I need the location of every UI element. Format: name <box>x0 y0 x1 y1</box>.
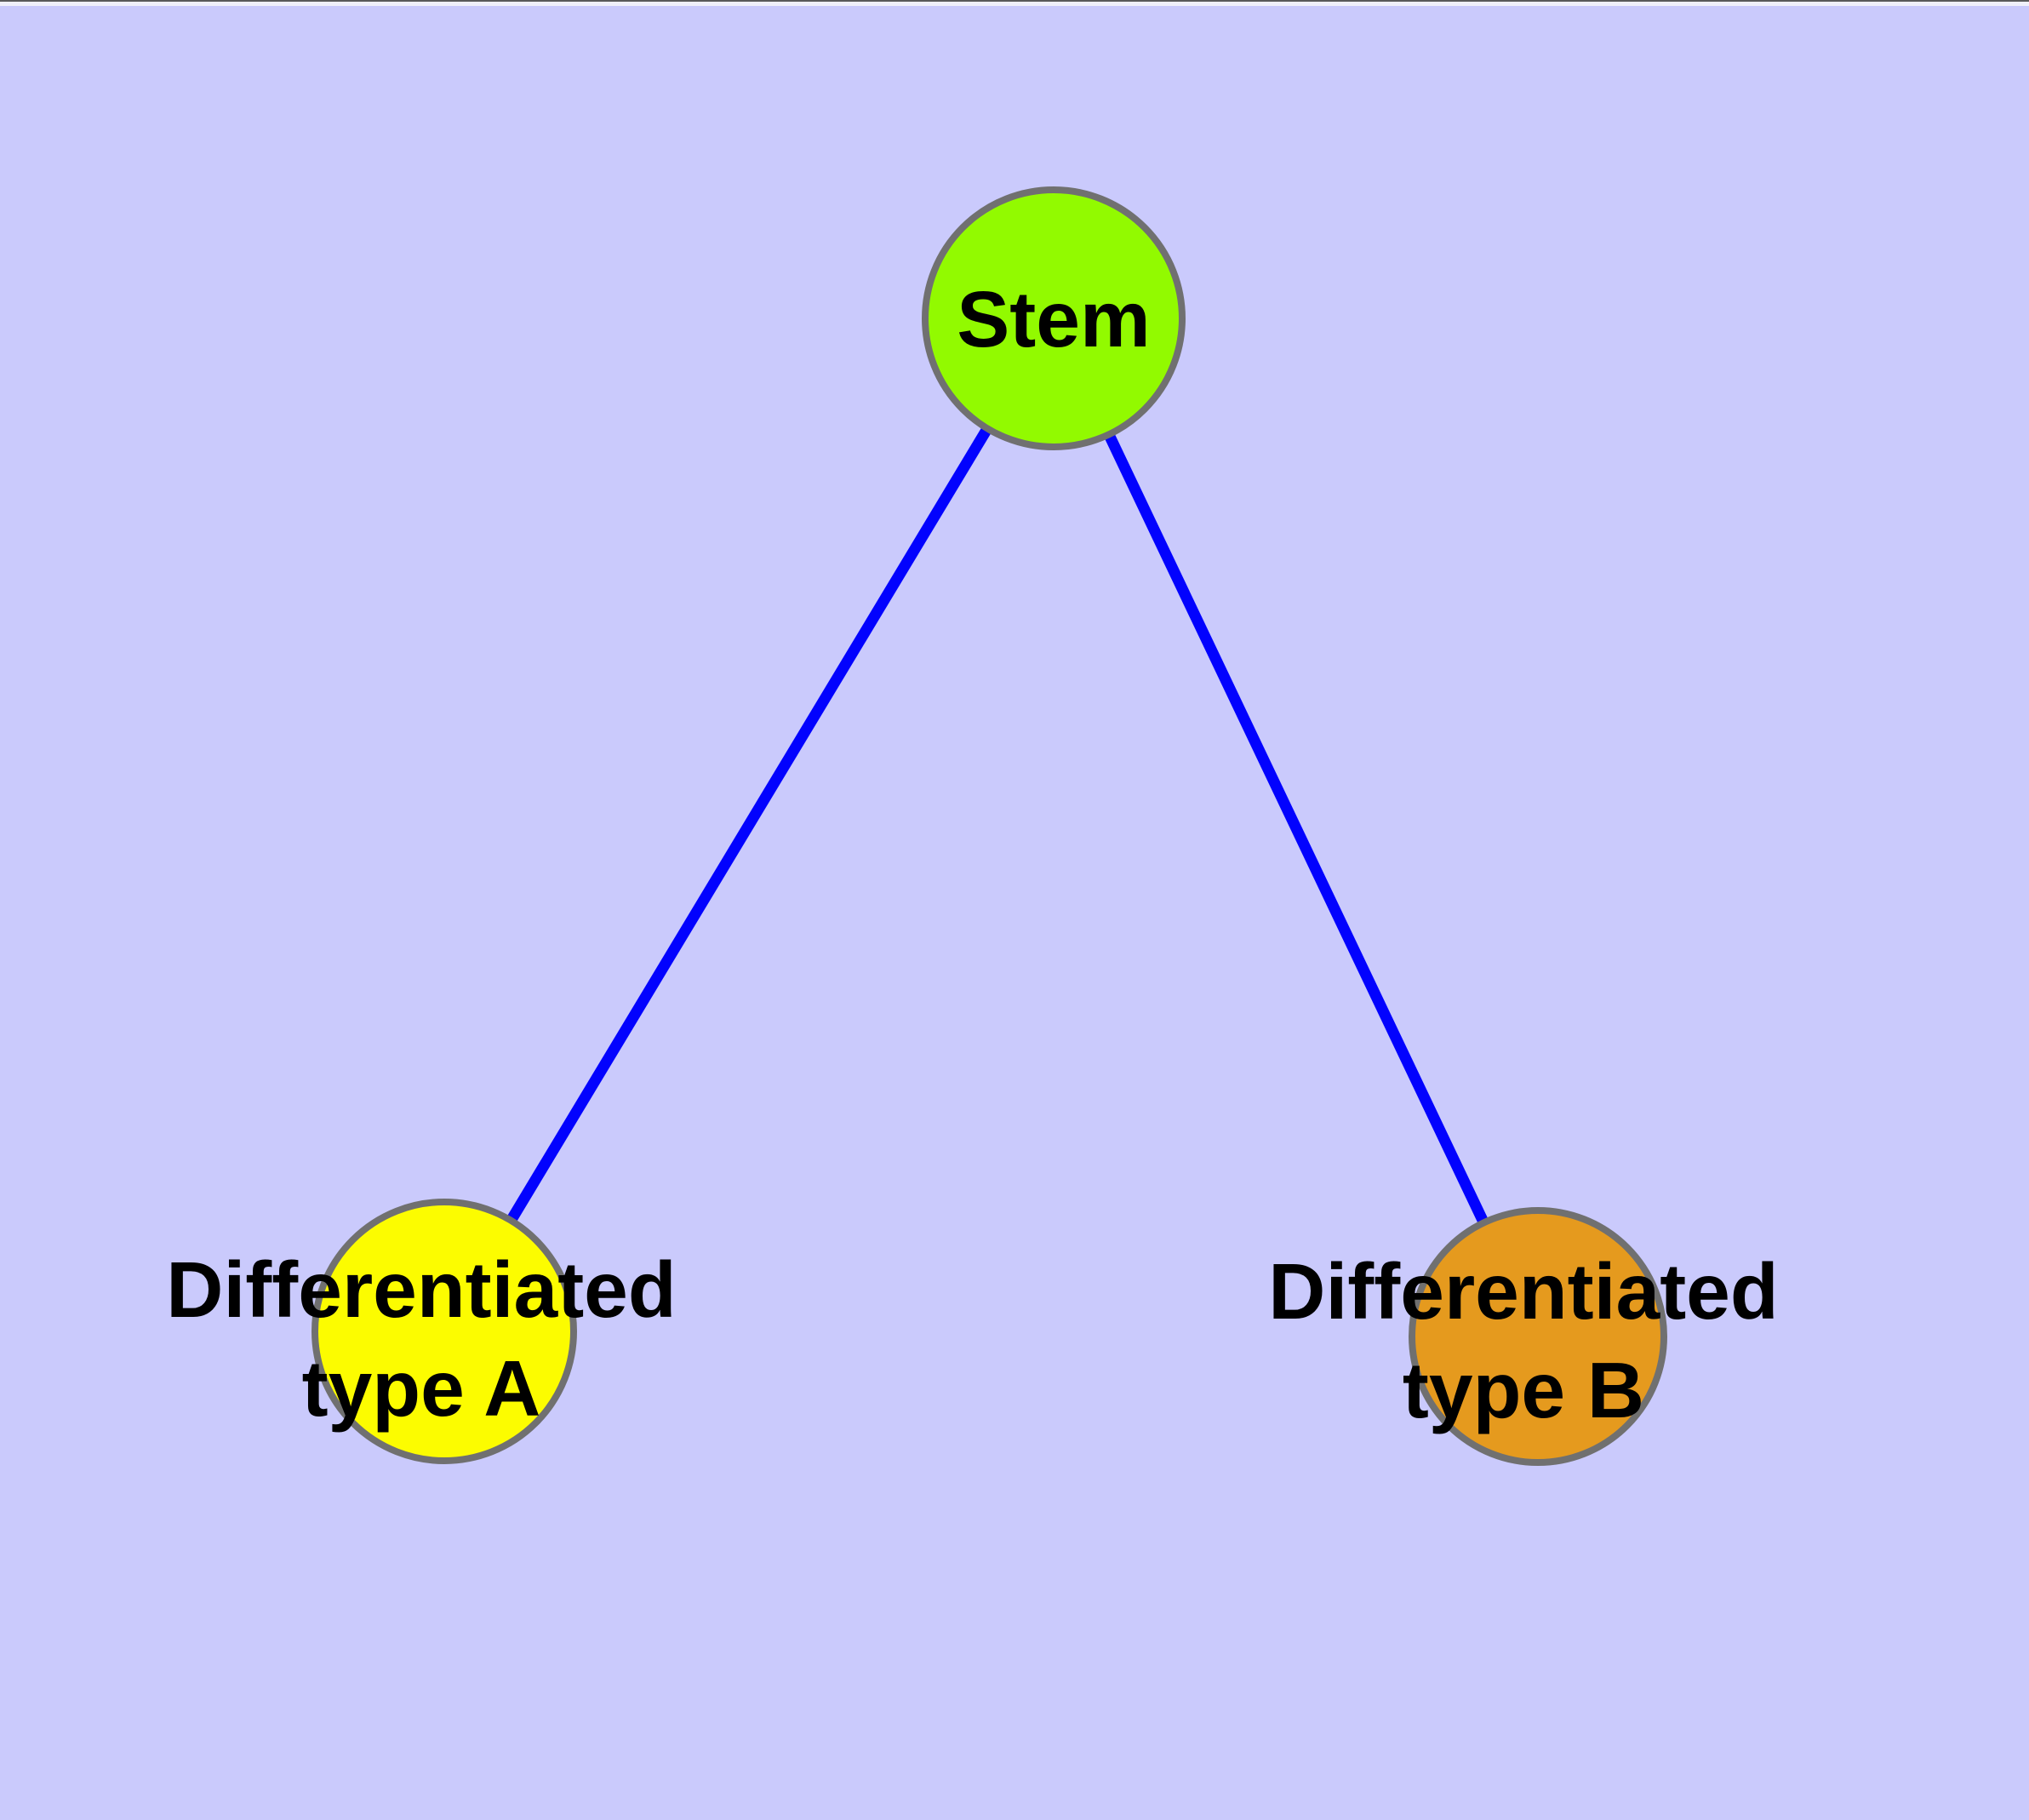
node-type-a-label-line1: Differentiated <box>166 1245 676 1334</box>
node-type-b-label-line2: type B <box>1403 1346 1644 1434</box>
node-differentiated-type-a <box>311 1199 577 1464</box>
node-type-a-label-line2: type A <box>302 1344 541 1433</box>
edge-stem-to-type-b <box>1049 316 1543 1339</box>
edge-stem-to-type-a <box>439 315 1059 1335</box>
top-edge-strip <box>0 2 2029 6</box>
node-stem-label: Stem <box>957 275 1150 363</box>
node-type-b-label-line1: Differentiated <box>1268 1247 1778 1336</box>
node-differentiated-type-b <box>1409 1207 1667 1466</box>
node-stem <box>922 186 1186 450</box>
top-edge-line <box>0 0 2029 2</box>
